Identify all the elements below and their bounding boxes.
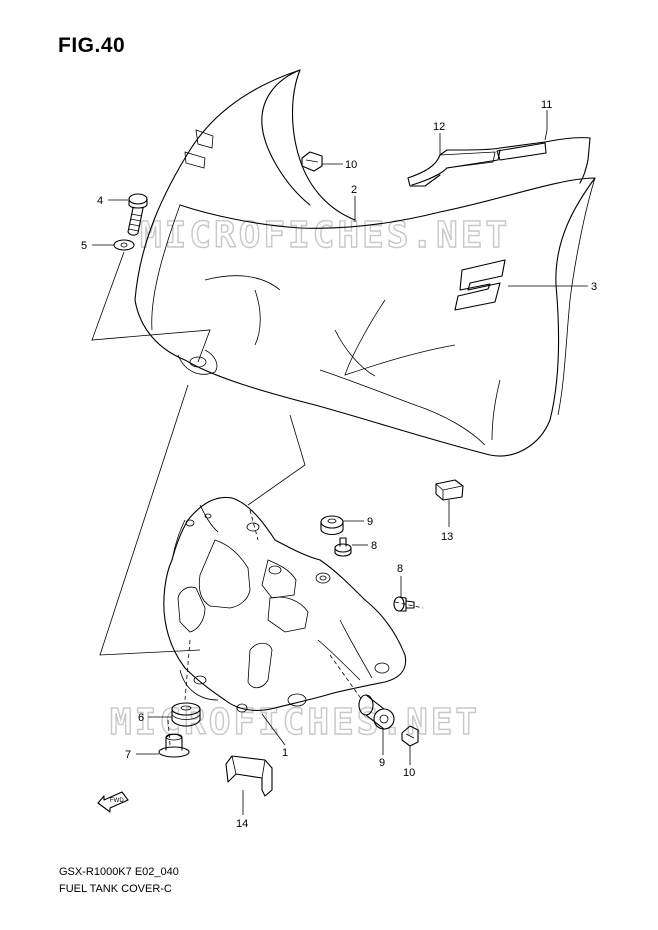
callout-9-lower: 9 <box>379 757 385 769</box>
callout-14: 14 <box>236 818 248 830</box>
rubber-mount <box>171 702 201 727</box>
figure-title: FIG.40 <box>58 34 126 57</box>
bolt-right <box>393 596 415 612</box>
callout-3: 3 <box>591 281 597 293</box>
callout-10-lower: 10 <box>403 767 415 779</box>
fwd-label: FWD <box>110 798 124 804</box>
callout-11: 11 <box>541 99 552 111</box>
callout-6: 6 <box>138 712 144 724</box>
callout-5: 5 <box>81 240 87 252</box>
callout-2: 2 <box>351 184 357 196</box>
mounting-bracket <box>163 496 407 713</box>
bolt-upper <box>334 537 352 557</box>
callout-10-upper: 10 <box>345 159 357 171</box>
alignment-lines <box>91 251 424 746</box>
part-group-name: FUEL TANK COVER-C <box>59 883 172 895</box>
callout-1: 1 <box>282 747 288 759</box>
clip-nut-top <box>301 151 323 172</box>
leader-lines <box>92 110 588 815</box>
callout-8-upper: 8 <box>371 540 377 552</box>
callout-numbers: 1 2 3 4 5 6 7 8 8 9 9 10 10 11 12 13 14 <box>81 99 597 830</box>
collar <box>158 733 190 758</box>
cushion-pad <box>435 479 464 501</box>
model-code: GSX-R1000K7 E02_040 <box>59 866 179 878</box>
clip-nut-lower <box>401 725 419 747</box>
callout-8-right: 8 <box>397 563 403 575</box>
watermark-bottom: MICROFICHES.NET <box>110 702 480 743</box>
callout-7: 7 <box>125 749 131 761</box>
callout-13: 13 <box>441 531 453 543</box>
callout-12: 12 <box>433 121 445 133</box>
callout-4: 4 <box>97 195 103 207</box>
clamp-cover <box>225 755 273 797</box>
callout-9-upper: 9 <box>367 516 373 528</box>
fuel-tank-cover <box>134 69 596 457</box>
grommet-lower <box>358 694 395 730</box>
fwd-arrow-icon: FWD <box>97 791 129 813</box>
watermark-top: MICROFICHES.NET <box>140 215 510 256</box>
emblem <box>454 259 506 311</box>
grommet-upper <box>320 515 344 536</box>
trim-strips <box>407 137 591 187</box>
